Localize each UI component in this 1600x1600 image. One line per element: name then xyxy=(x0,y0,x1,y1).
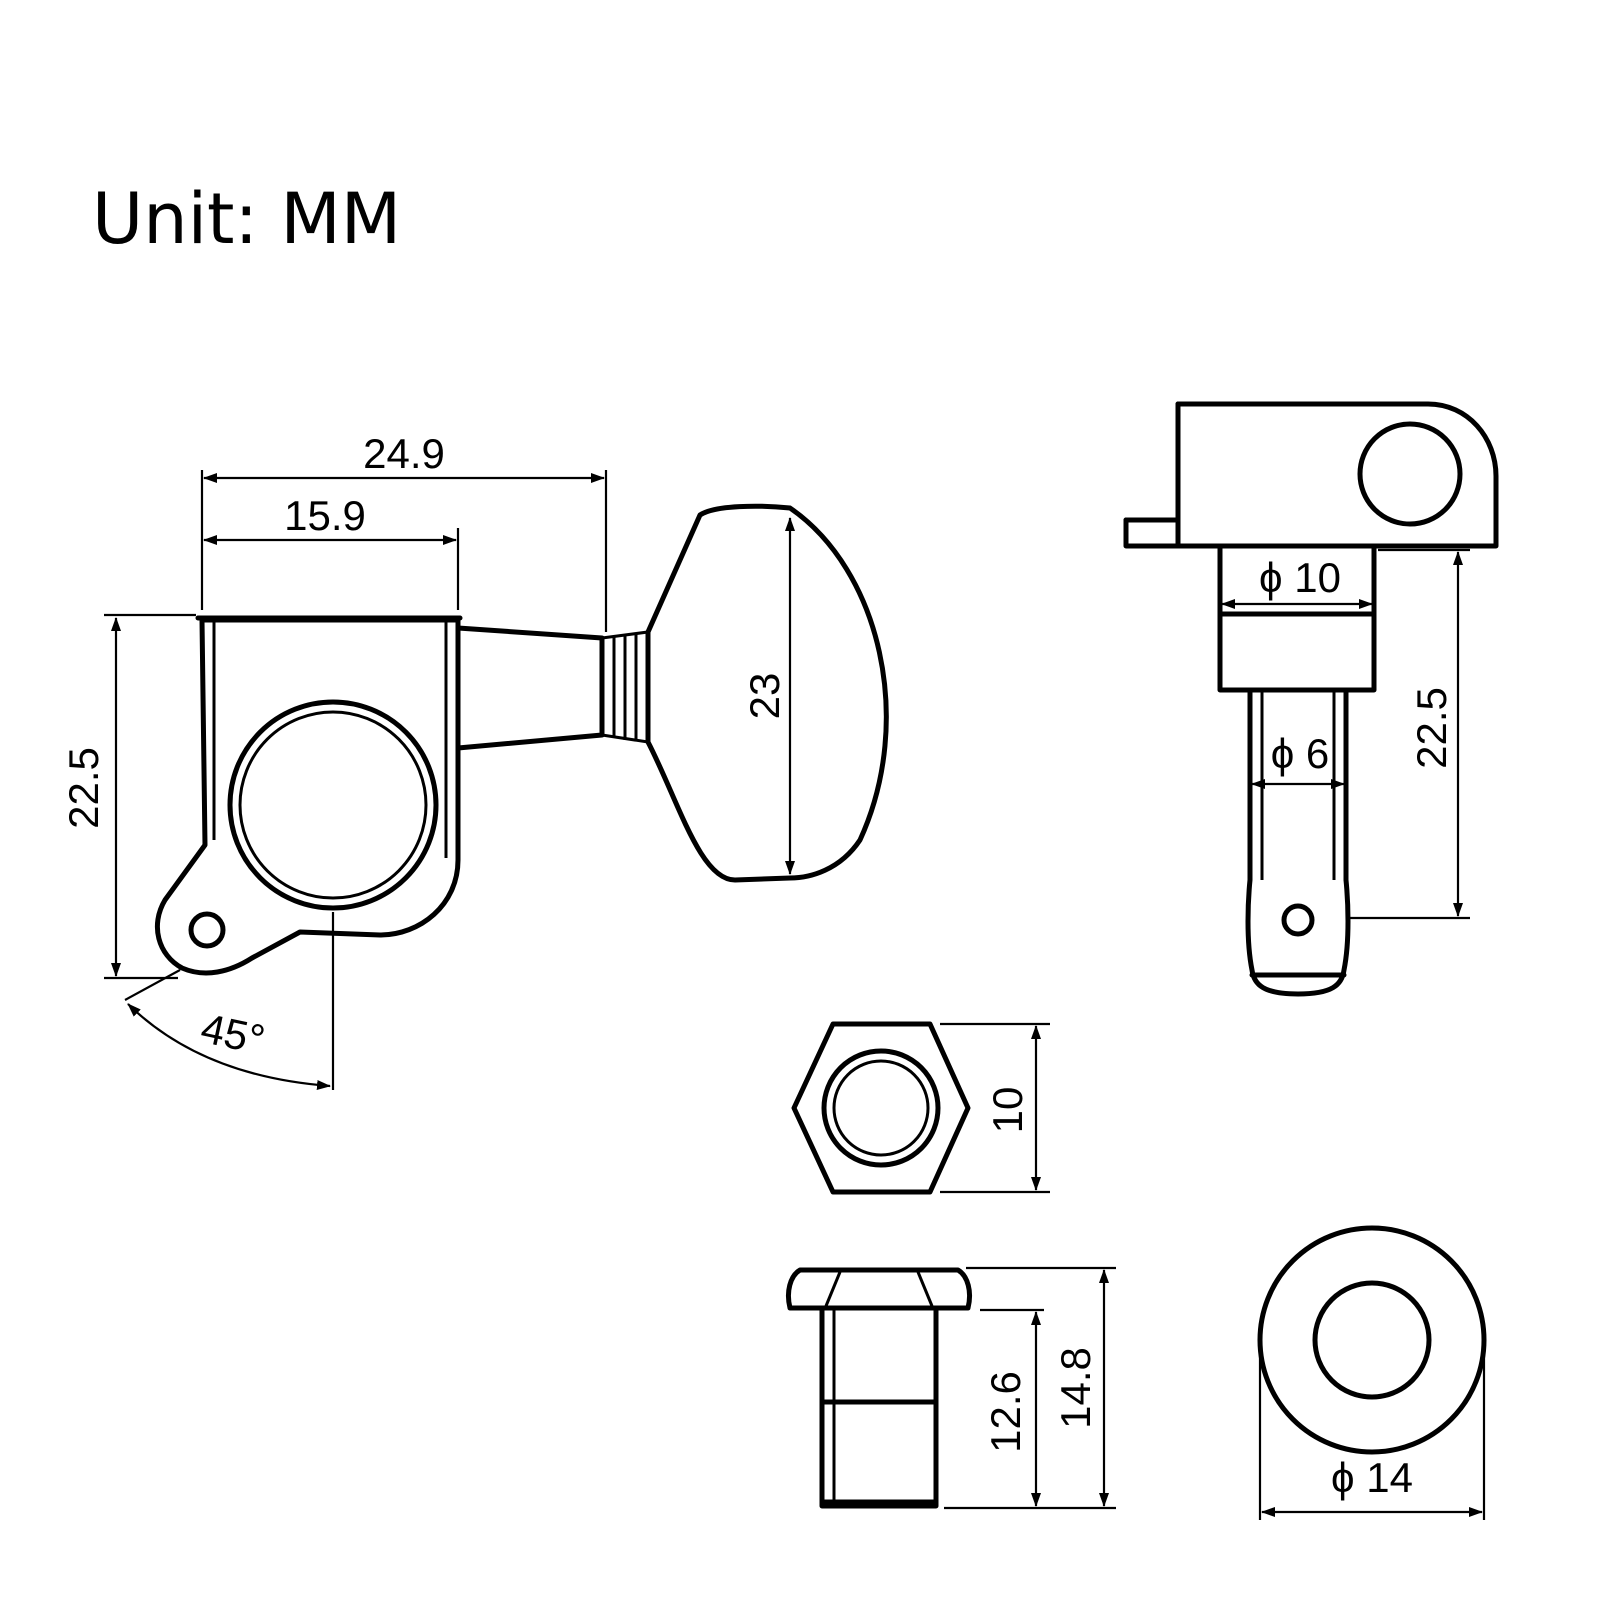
dim-side-height: 22.5 xyxy=(60,747,107,829)
shaft xyxy=(455,625,605,751)
end-post xyxy=(1245,687,1351,997)
dim-bushing-total-height: 14.8 xyxy=(1052,1347,1099,1429)
tuning-button xyxy=(645,503,889,883)
bushing-flange xyxy=(785,1267,973,1311)
hex-nut: 10 xyxy=(791,1021,1050,1195)
dim-upper-diameter: ϕ 10 xyxy=(1259,554,1341,601)
screw-hole xyxy=(188,911,226,949)
unit-title: Unit: MM xyxy=(92,178,402,260)
dim-button-height: 23 xyxy=(741,673,788,720)
housing-outline xyxy=(155,617,461,976)
end-post-hole xyxy=(1281,903,1315,937)
end-string-hole xyxy=(1357,421,1463,527)
end-upper-cylinder xyxy=(1217,543,1377,693)
dim-angle: 45° xyxy=(197,1004,269,1063)
dim-washer-diameter: ϕ 14 xyxy=(1331,1454,1413,1501)
washer: ϕ 14 xyxy=(1257,1225,1487,1520)
dim-bushing-body-height: 12.6 xyxy=(982,1371,1029,1453)
end-view: ϕ 10 ϕ 6 22.5 xyxy=(1123,401,1499,997)
washer-outer xyxy=(1257,1225,1487,1455)
dim-nut-height: 10 xyxy=(984,1087,1031,1134)
end-head xyxy=(1123,401,1499,549)
hex-nut-outline xyxy=(791,1021,971,1195)
bushing-body xyxy=(819,1305,939,1509)
bushing: 12.6 14.8 xyxy=(785,1266,1116,1510)
string-post-hole xyxy=(227,699,439,911)
dim-overall-width: 24.9 xyxy=(363,430,445,477)
washer-inner xyxy=(1312,1280,1432,1400)
side-view: 24.9 15.9 22.5 23 45° xyxy=(60,430,889,1091)
dim-post-diameter: ϕ 6 xyxy=(1271,730,1330,777)
dim-end-height: 22.5 xyxy=(1408,687,1455,769)
dim-housing-width: 15.9 xyxy=(284,492,366,539)
